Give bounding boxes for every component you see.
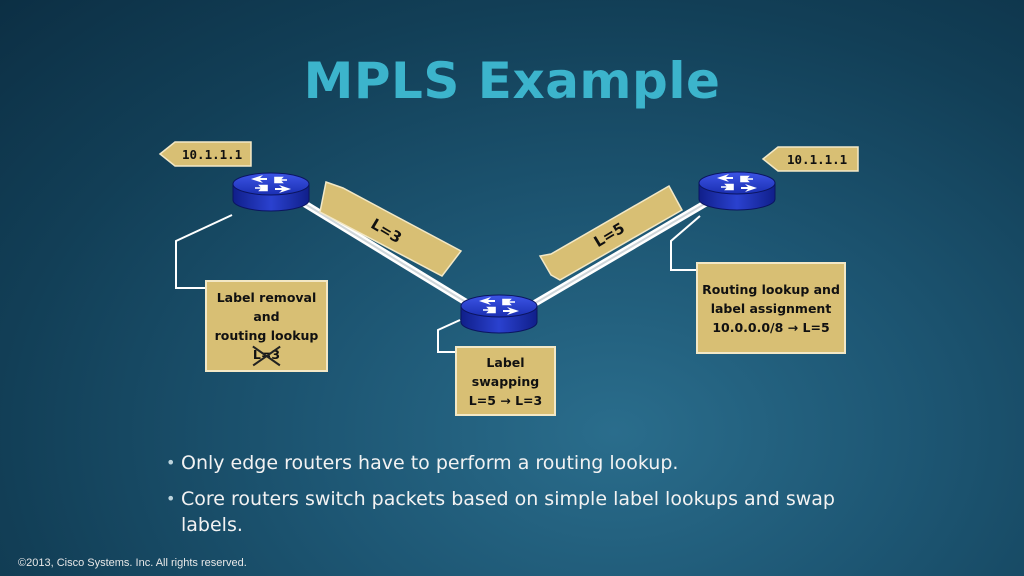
box-label-swapping: Label swapping L=5 → L=3 — [455, 346, 556, 416]
address-tag-right — [761, 146, 859, 172]
box-middle-text: Label swapping L=5 → L=3 — [468, 354, 543, 408]
box-left-struck-label: L=3 — [252, 347, 281, 362]
router-core — [460, 294, 538, 334]
link-right — [516, 192, 722, 316]
bullet-item: Core routers switch packets based on sim… — [166, 486, 866, 538]
footer-copyright: ©2013, Cisco Systems. Inc. All rights re… — [18, 557, 247, 569]
label-arrow-right — [538, 184, 684, 281]
label-arrow-left — [319, 181, 463, 277]
router-right-edge — [698, 171, 776, 211]
address-left: 10.1.1.1 — [182, 147, 243, 162]
bullet-list: Only edge routers have to perform a rout… — [166, 450, 866, 548]
callout-right — [670, 215, 701, 271]
address-tag-left — [158, 141, 252, 167]
callout-left — [175, 214, 233, 289]
box-label-removal: Label removal and routing lookup L=3 — [205, 280, 328, 372]
callout-middle — [437, 319, 461, 353]
slide-title: MPLS Example — [303, 52, 721, 110]
box-routing-lookup: Routing lookup and label assignment 10.0… — [696, 262, 846, 354]
bullet-item: Only edge routers have to perform a rout… — [166, 450, 866, 476]
link-left — [288, 192, 486, 316]
box-right-text: Routing lookup and label assignment 10.0… — [702, 281, 840, 335]
address-right: 10.1.1.1 — [787, 152, 848, 167]
router-left-edge — [232, 172, 310, 212]
box-left-text: Label removal and routing lookup — [214, 290, 319, 343]
